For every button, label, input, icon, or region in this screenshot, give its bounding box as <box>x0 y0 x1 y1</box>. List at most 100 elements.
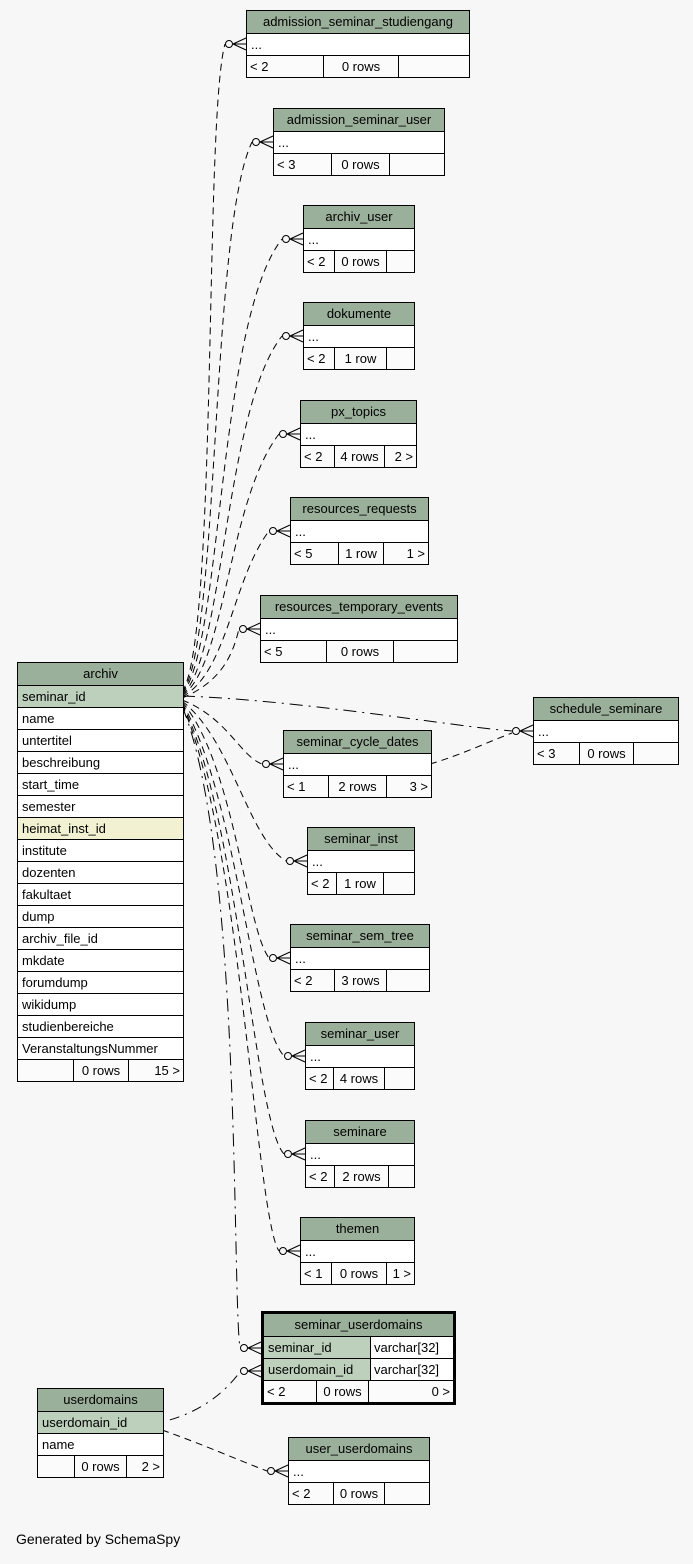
table-title[interactable]: seminar_cycle_dates <box>284 731 431 754</box>
child-count <box>389 154 444 175</box>
relation-archiv-resources_temporary_events <box>181 622 261 699</box>
columns-collapsed: ... <box>304 229 414 251</box>
table-themen[interactable]: themen ... < 1 0 rows 1 > <box>300 1217 415 1285</box>
columns-collapsed: ... <box>301 1241 414 1263</box>
zero-or-more-circle-icon <box>252 138 260 146</box>
table-admission_seminar_user[interactable]: admission_seminar_user ... < 3 0 rows <box>273 108 445 176</box>
column-mkdate: mkdate <box>18 950 183 972</box>
column-name: userdomain_id <box>264 1359 371 1380</box>
crowfoot-icon <box>247 1341 262 1355</box>
table-stats: < 2 1 row <box>304 348 414 369</box>
row-count: 4 rows <box>334 446 384 467</box>
row-count: 1 row <box>334 348 386 369</box>
table-seminar_user[interactable]: seminar_user ... < 2 4 rows <box>305 1022 415 1090</box>
crowfoot-icon <box>286 1244 301 1258</box>
column-beschreibung: beschreibung <box>18 752 183 774</box>
zero-or-more-circle-icon <box>284 1052 292 1060</box>
table-title[interactable]: userdomains <box>38 1389 163 1412</box>
table-title[interactable]: px_topics <box>301 401 416 424</box>
table-archiv[interactable]: archiv seminar_id name untertitel beschr… <box>17 662 184 1082</box>
table-title[interactable]: seminar_userdomains <box>264 1314 453 1337</box>
table-title[interactable]: resources_requests <box>291 498 428 521</box>
child-count <box>384 1068 414 1089</box>
row-count: 0 rows <box>334 251 386 272</box>
columns-collapsed: ... <box>301 424 416 446</box>
table-seminar_userdomains[interactable]: seminar_userdomains seminar_id varchar[3… <box>261 1311 456 1405</box>
table-stats: < 2 0 rows <box>247 56 469 77</box>
parent-count: < 2 <box>309 1071 328 1086</box>
table-userdomains[interactable]: userdomains userdomain_id name 0 rows 2 … <box>37 1388 164 1478</box>
crowfoot-icon <box>289 329 304 343</box>
columns-collapsed: ... <box>247 34 469 56</box>
table-dokumente[interactable]: dokumente ... < 2 1 row <box>303 302 415 370</box>
table-title[interactable]: admission_seminar_user <box>274 109 444 132</box>
table-stats: < 3 0 rows <box>534 743 678 764</box>
columns-collapsed: ... <box>289 1461 429 1483</box>
child-count <box>388 1166 414 1187</box>
parent-count: < 3 <box>537 746 556 761</box>
column-name: seminar_id <box>264 1337 371 1358</box>
zero-or-more-circle-icon <box>279 1247 287 1255</box>
table-title[interactable]: themen <box>301 1218 414 1241</box>
table-title[interactable]: seminar_inst <box>308 828 414 851</box>
table-user_userdomains[interactable]: user_userdomains ... < 2 0 rows <box>288 1437 430 1505</box>
column-semester: semester <box>18 796 183 818</box>
table-title[interactable]: archiv <box>18 663 183 686</box>
parent-count: < 2 <box>267 1384 286 1399</box>
table-archiv_user[interactable]: archiv_user ... < 2 0 rows <box>303 205 415 273</box>
row-count: 4 rows <box>333 1068 384 1089</box>
table-title[interactable]: archiv_user <box>304 206 414 229</box>
child-count: 15 > <box>128 1060 183 1081</box>
crowfoot-icon <box>246 622 261 636</box>
table-seminare[interactable]: seminare ... < 2 2 rows <box>305 1120 415 1188</box>
table-stats: < 2 0 rows <box>304 251 414 272</box>
table-stats: < 2 0 rows 0 > <box>264 1381 453 1402</box>
crowfoot-icon <box>291 1147 306 1161</box>
table-stats: < 1 2 rows 3 > <box>284 776 431 797</box>
crowfoot-icon <box>291 1049 306 1063</box>
parent-count: < 5 <box>264 644 283 659</box>
crowfoot-icon <box>259 135 274 149</box>
table-stats: < 2 4 rows 2 > <box>301 446 416 467</box>
relation-archiv-seminar_cycle_dates <box>181 699 284 771</box>
table-seminar_sem_tree[interactable]: seminar_sem_tree ... < 2 3 rows <box>290 924 430 992</box>
table-admission_seminar_studiengang[interactable]: admission_seminar_studiengang ... < 2 0 … <box>246 10 470 78</box>
parent-count: < 2 <box>311 876 330 891</box>
parent-count: < 5 <box>294 546 313 561</box>
child-count: 0 > <box>368 1381 453 1402</box>
relation-userdomains-seminar_userdomains <box>161 1364 262 1423</box>
zero-or-more-circle-icon <box>286 857 294 865</box>
zero-or-more-circle-icon <box>269 954 277 962</box>
table-resources_requests[interactable]: resources_requests ... < 5 1 row 1 > <box>290 497 429 565</box>
row-count: 0 rows <box>73 1060 128 1081</box>
relation-seminar_cycle_dates-schedule_seminare <box>429 732 513 765</box>
row-count: 3 rows <box>334 970 386 991</box>
table-seminar_cycle_dates[interactable]: seminar_cycle_dates ... < 1 2 rows 3 > <box>283 730 432 798</box>
table-title[interactable]: seminar_user <box>306 1023 414 1046</box>
row-count: 0 rows <box>326 641 393 662</box>
table-title[interactable]: seminare <box>306 1121 414 1144</box>
table-title[interactable]: resources_temporary_events <box>261 596 457 619</box>
column-studienbereiche: studienbereiche <box>18 1016 183 1038</box>
columns-collapsed: ... <box>306 1046 414 1068</box>
columns-collapsed: ... <box>291 521 428 543</box>
zero-or-more-circle-icon <box>262 760 270 768</box>
table-title[interactable]: seminar_sem_tree <box>291 925 429 948</box>
table-stats: 0 rows 2 > <box>38 1456 163 1477</box>
table-title[interactable]: user_userdomains <box>289 1438 429 1461</box>
table-schedule_seminare[interactable]: schedule_seminare ... < 3 0 rows <box>533 697 679 765</box>
table-stats: 0 rows 15 > <box>18 1060 183 1081</box>
crowfoot-icon <box>276 951 291 965</box>
columns-collapsed: ... <box>274 132 444 154</box>
table-title[interactable]: admission_seminar_studiengang <box>247 11 469 34</box>
table-title[interactable]: dokumente <box>304 303 414 326</box>
columns-collapsed: ... <box>261 619 457 641</box>
table-seminar_inst[interactable]: seminar_inst ... < 2 1 row <box>307 827 415 895</box>
column-dozenten: dozenten <box>18 862 183 884</box>
column-dump: dump <box>18 906 183 928</box>
relation-archiv-seminar_userdomains <box>181 705 262 1355</box>
table-title[interactable]: schedule_seminare <box>534 698 678 721</box>
parent-count: < 2 <box>309 1169 328 1184</box>
table-px_topics[interactable]: px_topics ... < 2 4 rows 2 > <box>300 400 417 468</box>
table-resources_temporary_events[interactable]: resources_temporary_events ... < 5 0 row… <box>260 595 458 663</box>
